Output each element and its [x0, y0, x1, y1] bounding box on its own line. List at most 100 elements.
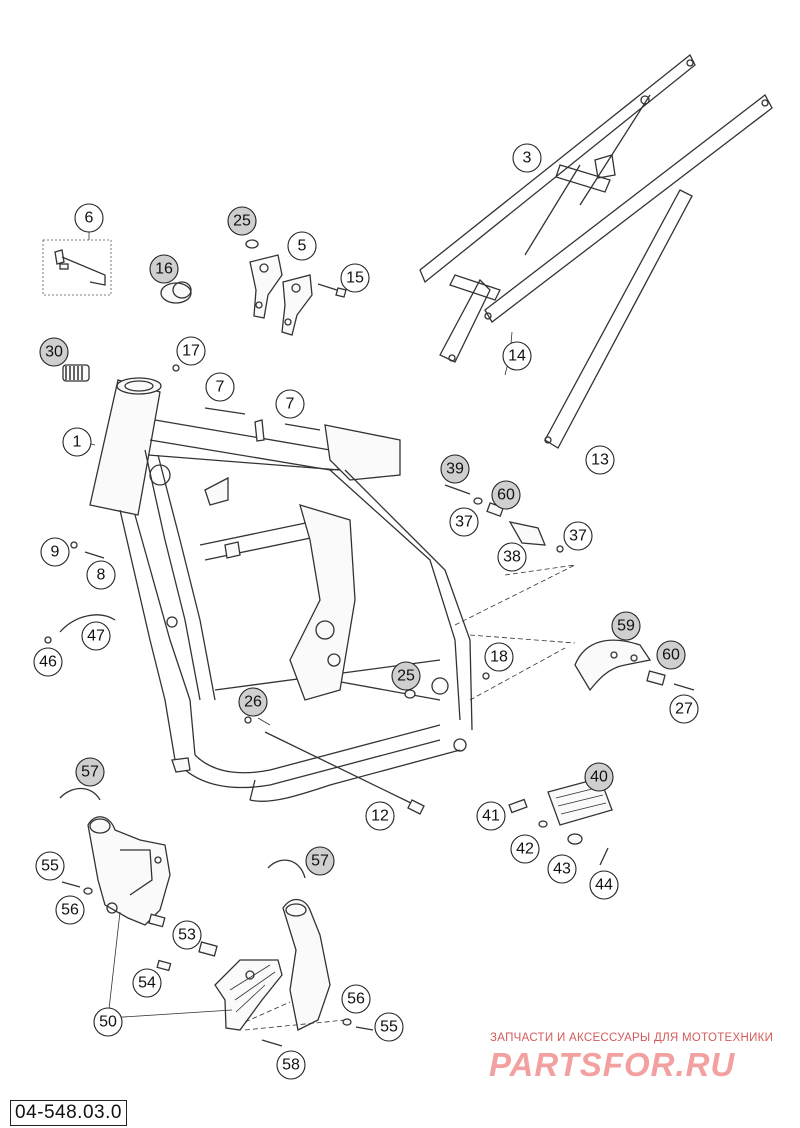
- callout-c27: 27: [669, 694, 699, 724]
- callout-c25b: 25: [391, 661, 421, 691]
- callout-c40: 40: [584, 762, 614, 792]
- callout-c16: 16: [149, 254, 179, 284]
- callout-c14: 14: [502, 341, 532, 371]
- svg-text:6: 6: [85, 210, 94, 227]
- callout-c37a: 37: [449, 507, 479, 537]
- svg-text:18: 18: [490, 649, 508, 666]
- part-39-38-pegs: [444, 484, 564, 553]
- callout-c26: 26: [238, 687, 268, 717]
- callout-c41: 41: [476, 801, 506, 831]
- svg-text:7: 7: [216, 379, 225, 396]
- callout-c53: 53: [172, 920, 202, 950]
- part-6-kit: [42, 239, 112, 296]
- svg-text:39: 39: [446, 461, 464, 478]
- watermark-subtitle: ЗАПЧАСТИ И АКСЕССУАРЫ ДЛЯ МОТОТЕХНИКИ: [490, 1032, 774, 1044]
- part-18: [482, 672, 490, 680]
- callout-c42: 42: [510, 834, 540, 864]
- part-9-8-fasteners: [70, 541, 105, 559]
- part-53-54-spacers: [156, 941, 218, 972]
- part-5-brackets: [249, 254, 313, 336]
- part-50-frame-guard-left: [87, 816, 171, 926]
- callout-c18: 18: [484, 642, 514, 672]
- svg-text:56: 56: [61, 902, 79, 919]
- svg-text:46: 46: [39, 654, 57, 671]
- callout-c3: 3: [512, 143, 542, 173]
- callout-c55b: 55: [374, 1012, 404, 1042]
- callout-c47: 47: [81, 621, 111, 651]
- svg-text:58: 58: [282, 1057, 300, 1074]
- svg-text:27: 27: [675, 701, 693, 718]
- part-47-hose: [44, 614, 116, 644]
- part-59-guard: [574, 639, 695, 692]
- svg-text:42: 42: [516, 841, 534, 858]
- part-17-washer: [172, 364, 180, 372]
- callout-c17: 17: [176, 336, 206, 366]
- callout-c44: 44: [589, 870, 619, 900]
- part-55-56-bolts-left: [61, 881, 166, 928]
- svg-text:60: 60: [662, 647, 680, 664]
- svg-text:1: 1: [73, 434, 82, 451]
- callout-c15: 15: [340, 263, 370, 293]
- callout-c38: 38: [497, 542, 527, 572]
- callout-c55a: 55: [35, 851, 65, 881]
- part-26: [244, 716, 252, 724]
- callout-c12: 12: [365, 801, 395, 831]
- part-50-frame-guard-right: [214, 898, 331, 1031]
- svg-text:8: 8: [97, 567, 106, 584]
- svg-text:41: 41: [482, 808, 500, 825]
- callout-c5: 5: [287, 231, 317, 261]
- diagram-reference-code: 04-548.03.0: [10, 1100, 127, 1126]
- callout-c57b: 57: [305, 846, 335, 876]
- svg-text:16: 16: [155, 261, 173, 278]
- svg-text:37: 37: [569, 528, 587, 545]
- svg-text:38: 38: [503, 549, 521, 566]
- svg-text:12: 12: [371, 808, 389, 825]
- callout-c57a: 57: [75, 757, 105, 787]
- svg-text:17: 17: [182, 343, 200, 360]
- svg-text:56: 56: [347, 991, 365, 1008]
- watermark-logo: PARTSFOR.RU: [489, 1046, 736, 1083]
- callout-c7a: 7: [205, 372, 235, 402]
- callout-c58: 58: [276, 1050, 306, 1080]
- part-7-cable-ties: [204, 407, 321, 431]
- callout-c50: 50: [93, 1007, 123, 1037]
- rear-subframe: [419, 53, 773, 449]
- callout-c43: 43: [547, 854, 577, 884]
- svg-text:59: 59: [617, 618, 635, 635]
- callout-c56a: 56: [55, 895, 85, 925]
- svg-text:43: 43: [553, 861, 571, 878]
- callout-c9: 9: [40, 537, 70, 567]
- part-57-tie-left: [59, 787, 101, 801]
- callout-c56b: 56: [341, 984, 371, 1014]
- svg-text:9: 9: [51, 544, 60, 561]
- svg-text:47: 47: [87, 628, 105, 645]
- svg-text:60: 60: [497, 487, 515, 504]
- svg-text:37: 37: [455, 514, 473, 531]
- part-16-plug: [160, 281, 192, 304]
- svg-text:54: 54: [138, 975, 156, 992]
- part-55-56-58-bolts-right: [261, 1018, 374, 1047]
- part-25-nut-top: [245, 239, 259, 249]
- callout-c59: 59: [611, 611, 641, 641]
- svg-text:25: 25: [233, 213, 251, 230]
- svg-text:5: 5: [298, 238, 307, 255]
- callout-c60b: 60: [656, 640, 686, 670]
- callout-c39: 39: [440, 454, 470, 484]
- part-30-bearing: [62, 364, 90, 382]
- part-41-44-hardware: [508, 798, 609, 866]
- callout-c54: 54: [132, 968, 162, 998]
- callout-c37b: 37: [563, 521, 593, 551]
- svg-text:26: 26: [244, 694, 262, 711]
- svg-text:55: 55: [380, 1019, 398, 1036]
- callout-c60a: 60: [491, 480, 521, 510]
- svg-text:57: 57: [311, 853, 329, 870]
- callout-c13: 13: [585, 445, 615, 475]
- svg-text:14: 14: [508, 348, 526, 365]
- callout-c6: 6: [74, 203, 104, 233]
- svg-text:50: 50: [99, 1014, 117, 1031]
- callout-c8: 8: [86, 560, 116, 590]
- main-frame: [89, 377, 473, 802]
- part-57-tie-right: [267, 859, 306, 879]
- part-15-bolt: [317, 283, 347, 298]
